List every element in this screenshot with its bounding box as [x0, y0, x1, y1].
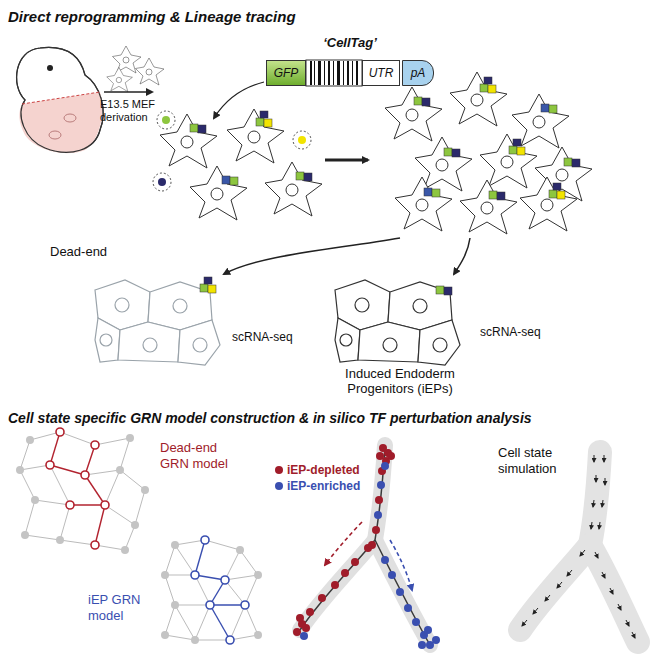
- construct-group: ‘CellTag’ GFP UTR pA: [262, 34, 438, 94]
- gene-label: pA: [411, 66, 426, 80]
- transduced-cells: [153, 109, 322, 220]
- legend: iEP-depleted iEP-enriched: [275, 462, 360, 494]
- panel-label: Cell state simulation: [498, 445, 578, 477]
- cluster-label: Dead-end: [50, 244, 107, 259]
- legend-swatch: [275, 482, 283, 490]
- iep-network: [161, 536, 262, 644]
- method-label: scRNA-seq: [232, 330, 293, 344]
- celltag-barcode: [306, 60, 362, 86]
- dead-end-arrow: [224, 238, 400, 274]
- legend-row: iEP-enriched: [275, 478, 360, 494]
- dead-end-network: [16, 428, 149, 554]
- iep-arrow: [454, 238, 470, 274]
- legend-text: iEP-depleted: [287, 463, 360, 477]
- utr-box: UTR: [362, 60, 400, 86]
- dead-end-grn: Dead-end GRN model: [10, 425, 235, 575]
- dead-end-cells: [95, 280, 220, 365]
- iep-grn: iEP GRN model: [80, 530, 270, 660]
- polya-box: pA: [402, 60, 434, 86]
- step-label: E13.5 MEF derivation: [100, 98, 180, 124]
- iep-cluster: Induced Endoderm Progenitors (iEPs): [310, 262, 490, 402]
- iep-tag: [436, 286, 452, 295]
- dead-end-cluster: Dead-end: [30, 238, 260, 368]
- cluster-label: Induced Endoderm Progenitors (iEPs): [325, 366, 475, 396]
- legend-swatch: [275, 466, 283, 474]
- dead-end-tag: [200, 277, 216, 293]
- gene-label: UTR: [369, 66, 394, 80]
- legend-text: iEP-enriched: [287, 479, 360, 493]
- expansion-arrow: [325, 159, 368, 162]
- section-heading: Cell state specific GRN model constructi…: [8, 410, 532, 426]
- construct-title: ‘CellTag’: [262, 34, 438, 52]
- embryo: [17, 47, 104, 153]
- legend-row: iEP-depleted: [275, 462, 360, 478]
- gene-label: GFP: [274, 66, 299, 80]
- expanded-cells: [385, 72, 592, 234]
- gfp-box: GFP: [266, 60, 306, 86]
- derivation-arrow: [104, 91, 152, 93]
- grn-label: iEP GRN model: [88, 592, 158, 624]
- method-label: scRNA-seq: [480, 325, 541, 339]
- mef-cells: [107, 46, 164, 92]
- section-heading: Direct reprogramming & Lineage tracing: [8, 8, 296, 25]
- iep-cells: [335, 280, 460, 365]
- simulation-plot: [520, 452, 638, 642]
- grn-label: Dead-end GRN model: [160, 440, 232, 472]
